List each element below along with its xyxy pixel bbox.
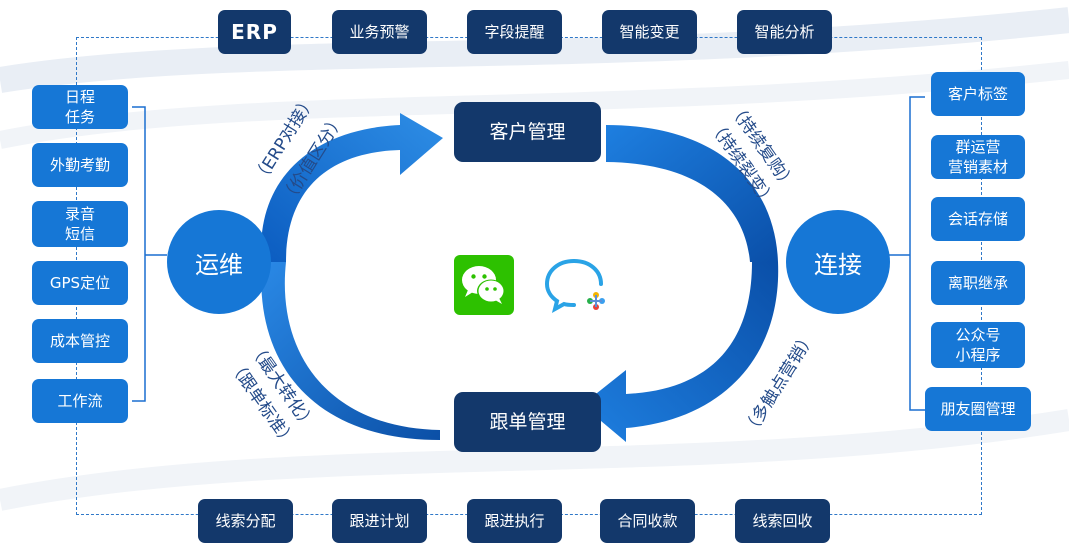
right-item-session-storage: 会话存储	[931, 197, 1025, 241]
left-item-field-attendance: 外勤考勤	[32, 143, 128, 187]
top-item-field-reminder: 字段提醒	[467, 10, 562, 54]
right-item-customer-tag: 客户标签	[931, 72, 1025, 116]
right-item-resign-inherit: 离职继承	[931, 261, 1025, 305]
left-item-gps: GPS定位	[32, 261, 128, 305]
right-item-moments: 朋友圈管理	[925, 387, 1031, 431]
top-item-smart-analysis: 智能分析	[737, 10, 832, 54]
top-item-smart-change: 智能变更	[602, 10, 697, 54]
left-item-schedule-task: 日程 任务	[32, 85, 128, 129]
arrow-upper-right	[606, 125, 778, 262]
wechat-icon	[454, 255, 514, 315]
top-item-erp: ERP	[218, 10, 291, 54]
top-item-business-alert: 业务预警	[332, 10, 427, 54]
bottom-item-lead-assign: 线索分配	[198, 499, 293, 543]
center-order-management: 跟单管理	[454, 392, 601, 452]
bottom-item-contract-payment: 合同收款	[600, 499, 695, 543]
right-item-group-ops: 群运营 营销素材	[931, 135, 1025, 179]
circle-connect: 连接	[786, 210, 890, 314]
left-item-workflow: 工作流	[32, 379, 128, 423]
wecom-icon	[544, 259, 605, 313]
circle-operations: 运维	[167, 210, 271, 314]
center-customer-management: 客户管理	[454, 102, 601, 162]
left-item-recording-sms: 录音 短信	[32, 201, 128, 247]
bottom-item-lead-recycle: 线索回收	[735, 499, 830, 543]
right-item-official-account: 公众号 小程序	[931, 322, 1025, 368]
left-item-cost-control: 成本管控	[32, 319, 128, 363]
arrow-upper-left	[261, 113, 443, 262]
bottom-item-follow-execute: 跟进执行	[467, 499, 562, 543]
bottom-item-follow-plan: 跟进计划	[332, 499, 427, 543]
arrow-lower-left	[261, 262, 440, 440]
arrow-lower-right	[582, 262, 779, 442]
